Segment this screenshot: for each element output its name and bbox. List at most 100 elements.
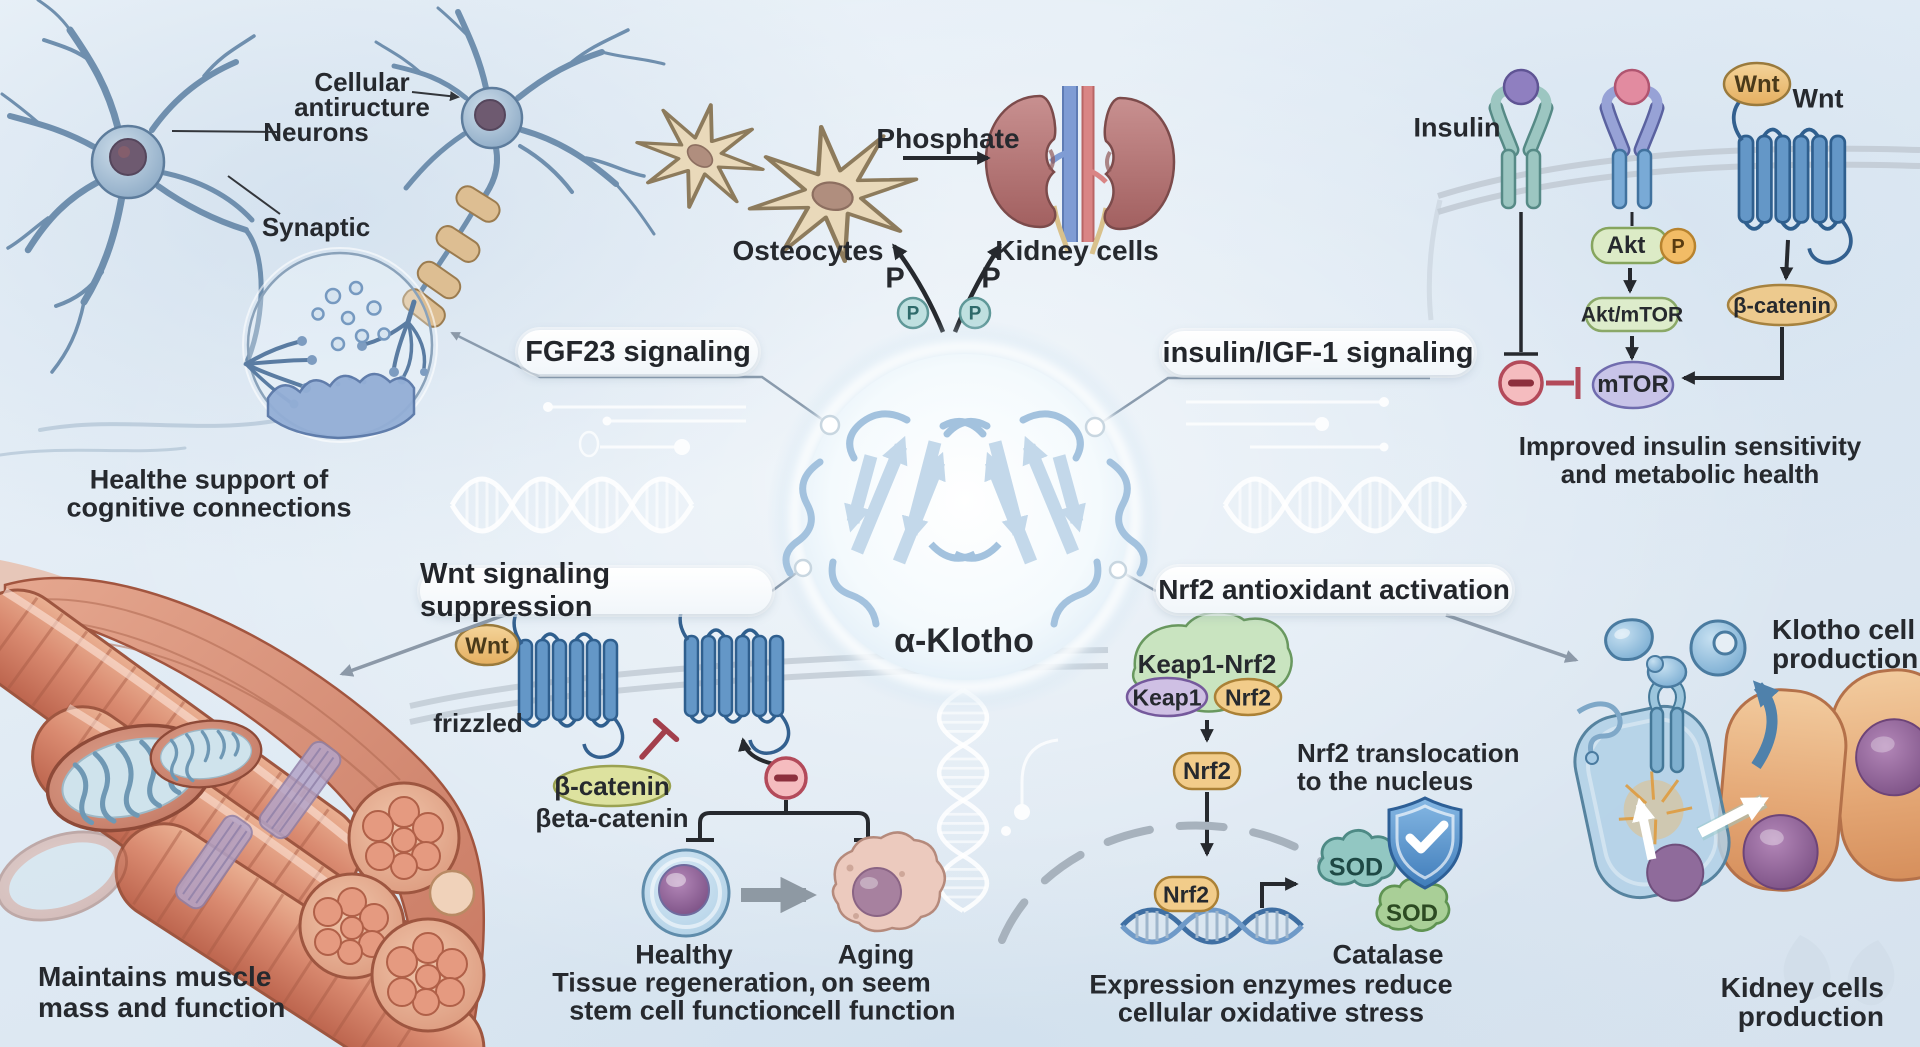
nrf2-pathway-label: Nrf2 antioxidant activation [1158,574,1510,605]
insulin-receptor [1488,68,1554,210]
igf1-ligand [1613,68,1651,106]
nrf2-released-label: Nrf2 [1224,684,1272,711]
nrf2-free-label: Nrf2 [1182,758,1232,785]
arrow-to-kidney-cells [1445,613,1579,663]
label-pointer-lines [171,91,460,215]
kidney-cells-illustration [1573,618,1920,1006]
stressed-cell [1573,704,1731,902]
connective-band [258,740,342,840]
keap1-badge [1125,676,1209,718]
healthy-cell [641,848,731,938]
cellular-label-line2: antiructure [294,92,430,122]
nrf2-badge [1213,677,1283,717]
akt-label: Akt [1606,232,1646,259]
sod1-label: SOD [1328,853,1384,882]
hub-nodes [793,414,1128,580]
phosphate-label: Phosphate [876,123,1020,154]
wnt-pathway-label: Wnt signaling suppression [420,558,611,623]
insulin-inhibition-line [1504,212,1538,356]
keap1-nrf2-label: Keap1-Nrf2 [1137,649,1277,679]
p-badge-left-label: P [906,303,920,325]
dna-helix-blue [1120,907,1304,945]
kidney-cells-label: Kidney cells [995,235,1159,266]
cellular-label-line1: Cellular [314,67,410,97]
klotho-secretion-blob [1689,619,1747,677]
cognitive-caption-line2: cognitive connections [66,492,352,523]
wnt-receptor [1731,89,1853,265]
postsynaptic-membrane [266,372,416,440]
neuron-illustration [0,0,666,457]
nrf2-caption-line2: cellular oxidative stress [1117,997,1425,1028]
synaptic-label: Synaptic [261,212,371,242]
osteocytes-label: Osteocytes [732,235,884,266]
insulin-pathway-label: insulin/IGF-1 signaling [1162,336,1474,369]
translocation-line1: Nrf2 translocation [1297,738,1520,768]
wnt-beta-catenin-label: β-catenin [554,771,670,801]
healthy-caption-line2: Tissue regeneration, [552,967,816,998]
nrf2-nucleus-label: Nrf2 [1162,881,1210,908]
wnt-section-badge-label: Wnt [465,632,509,659]
kidney-watermark [1783,935,1895,1006]
muscle-cross-section [298,781,486,1033]
klotho-protein [782,414,1144,624]
insulin-pathway-pill: insulin/IGF-1 signaling [1162,331,1474,375]
klotho-center-label: α-Klotho [894,622,1034,660]
muscle-caption-line1: Maintains muscle [38,961,272,992]
akt-mtor-label: Akt/mTOR [1580,303,1684,327]
muscle-caption-line2: mass and function [38,992,286,1023]
translocation-line2: to the nucleus [1297,766,1474,796]
osteocyte-cell [635,103,765,209]
wnt-badge-label: Wnt [1734,71,1780,98]
klotho-production-line1: Klotho cell [1772,614,1916,645]
nucleus-arc [998,821,1334,944]
insulin-label: Insulin [1413,112,1501,143]
mtor-inhibition-line [1546,367,1581,399]
insulin-caption-line2: and metabolic health [1560,459,1820,489]
healthy-caption-line3: stem cell function [569,995,799,1026]
fgf23-pathway-pill: FGF23 signaling [518,330,758,374]
beta-catenin-badge [1726,283,1838,327]
aging-caption-line2: on seem [821,967,931,998]
transfer-arrow [1697,796,1769,838]
mitochondrion [0,830,129,922]
insulin-ligand [1502,68,1540,106]
healthy-label: Healthy [635,939,733,970]
wnt-ligand-badge [454,623,520,667]
beta-catenin-badge [552,764,672,808]
keap1-label: Keap1 [1132,684,1202,711]
sod-cloud [1375,877,1451,932]
membrane-receptor [1646,655,1688,774]
background-circuit-lines [543,397,1389,836]
nrf2-illustration [998,611,1463,945]
suppression-bracket [686,800,882,842]
aging-caption-line3: cell function [796,995,956,1026]
synaptic-vesicles [311,280,391,352]
muscle-illustration [0,560,486,1047]
nrf2-badge [1172,751,1242,791]
secreted-squiggle [1576,701,1623,757]
phosphate-p-left: P [885,262,905,295]
myelin-sheath [402,185,501,328]
sod2-label: SOD [1385,900,1439,927]
p-badge-right-label: P [968,303,982,325]
cognitive-caption-line1: Healthe support of [89,464,329,495]
aging-cell [831,831,946,933]
beta-catenin-label: β-catenin [1733,293,1831,318]
wnt-pathway-pill: Wnt signaling suppression [420,558,772,623]
beta-catenin-sub-label: βeta-catenin [535,803,689,833]
transcription-arrow [1260,877,1299,908]
kidneys-illustration [984,86,1176,255]
nrf2-pathway-pill: Nrf2 antioxidant activation [1156,567,1512,613]
insulin-igf1-illustration [1426,61,1920,410]
neurons-label: Neurons [263,117,369,147]
igf1-receptor [1599,68,1665,210]
kidney-production-line2: production [1737,1001,1884,1032]
phosphate-p-right: P [981,262,1001,295]
catalase-label: Catalase [1332,939,1444,970]
akt-mtor-badge [1584,296,1680,333]
akt-phospho-badge [1659,227,1697,265]
connective-band [175,814,253,910]
mtor-badge [1591,360,1675,410]
shield-check-icon [1387,796,1463,890]
